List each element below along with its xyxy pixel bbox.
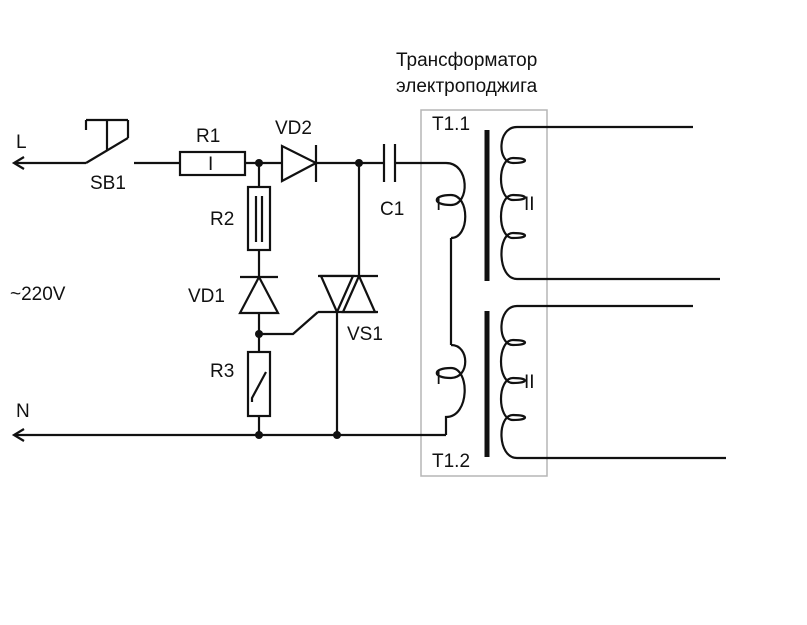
t1-secondary-coil [500, 125, 720, 281]
label-r1: R1 [196, 126, 220, 147]
gate-wire [259, 311, 319, 336]
label-c1: C1 [380, 199, 404, 220]
label-r2: R2 [210, 209, 234, 230]
neutral-arrow [11, 428, 25, 442]
label-r1-mark: I [208, 154, 213, 175]
diode-vd1 [238, 274, 280, 315]
label-voltage: ~220V [10, 284, 66, 305]
t1-primary-coil [435, 161, 467, 240]
label-t2: T1.2 [432, 451, 470, 472]
label-n: N [16, 401, 30, 422]
varistor-r3 [246, 350, 272, 418]
label-t2-primary: I [436, 368, 441, 389]
label-t2-secondary: II [524, 372, 535, 393]
diode-vd2 [280, 144, 319, 183]
capacitor-c1 [382, 144, 397, 182]
resistor-r2 [246, 185, 272, 252]
t2-secondary-coil [500, 304, 726, 460]
label-vs1: VS1 [347, 324, 383, 345]
label-sb1: SB1 [90, 173, 126, 194]
transformer-enclosure [420, 109, 548, 477]
label-t1-primary: I [436, 194, 441, 215]
label-vd1: VD1 [188, 286, 225, 307]
junction-dot [333, 431, 341, 439]
line-arrow [11, 156, 25, 170]
junction-dot [255, 431, 263, 439]
label-t1: T1.1 [432, 114, 470, 135]
title-line-1: Трансформатор [396, 50, 537, 71]
label-r3: R3 [210, 361, 234, 382]
label-t1-secondary: II [524, 194, 535, 215]
triac-vs1 [318, 273, 378, 315]
t2-primary-coil [435, 343, 467, 435]
label-vd2: VD2 [275, 118, 312, 139]
switch-sb1 [84, 118, 130, 164]
title-line-2: электроподжига [396, 76, 538, 97]
label-l: L [16, 132, 27, 153]
